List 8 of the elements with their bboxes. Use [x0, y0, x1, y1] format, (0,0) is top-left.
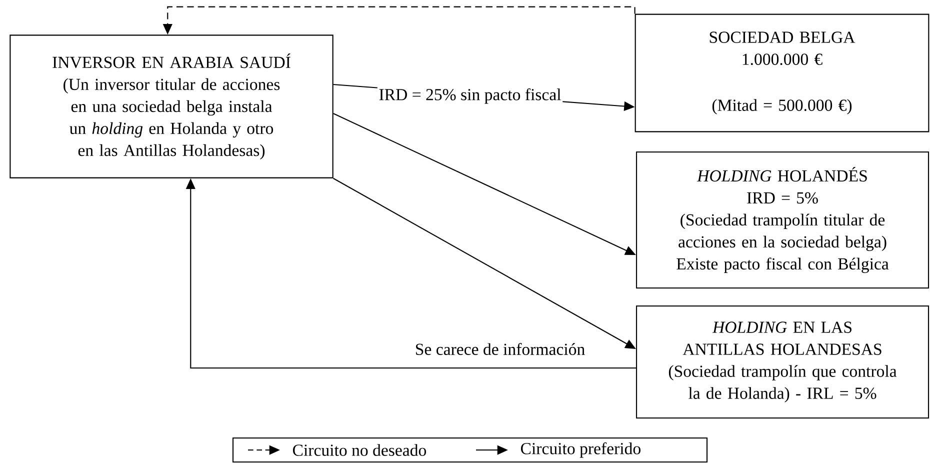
- box: HOLDING EN LAS ANTILLAS HOLANDESAS (Sociedad trampolín que controla la de Holanda) - IRL = 5%: [636, 305, 930, 419]
- box: HOLDING HOLANDÉS IRD = 5% (Sociedad trampolín titular de acciones en la sociedad belga) Existe pacto fiscal con Bélgica: [636, 151, 930, 289]
- legend-text: Circuito no deseado: [292, 444, 426, 456]
- edge-label: Se carece de información: [414, 342, 586, 356]
- box: SOCIEDAD BELGA 1.000.000 € (Mitad = 500.000 €): [634, 14, 930, 132]
- edge-label: IRD = 25% sin pacto fiscal: [377, 86, 563, 106]
- box: INVERSOR EN ARABIA SAUDÍ (Un inversor titular de acciones en una sociedad belga instala un holding en Holanda y otro en las Antillas Holandesas): [10, 34, 334, 178]
- legend-text: Circuito preferido: [520, 442, 640, 458]
